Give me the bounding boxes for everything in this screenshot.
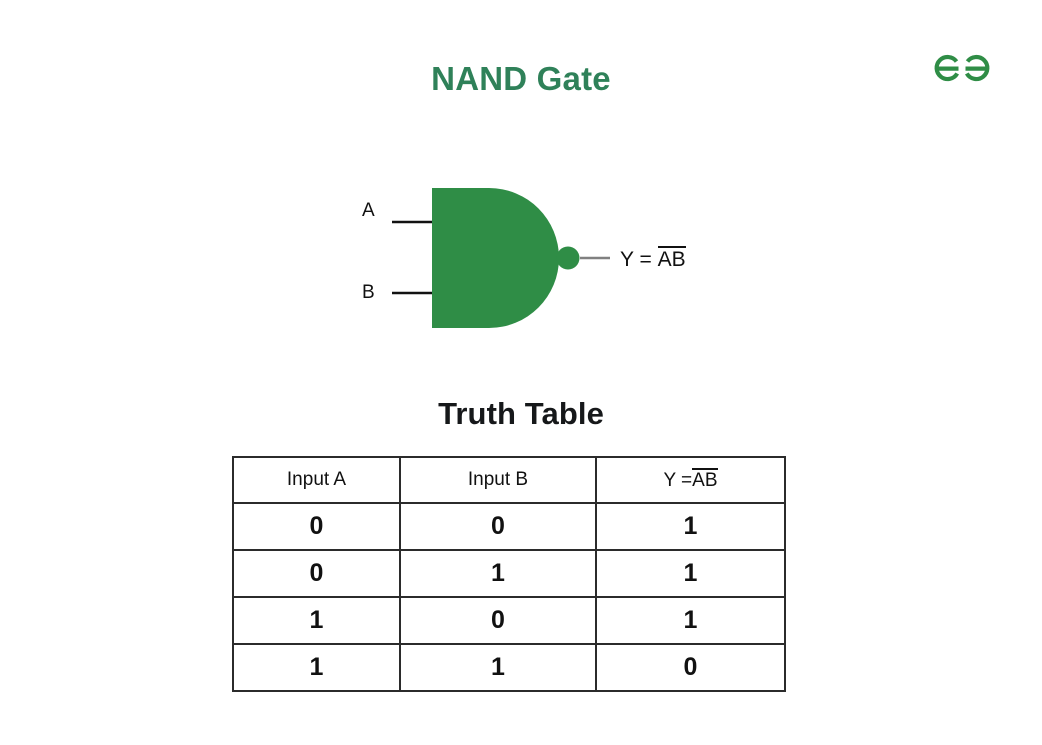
- table-row: 1 0 1: [232, 596, 786, 645]
- table-row: 1 1 0: [232, 643, 786, 692]
- cell-input-b: 1: [399, 643, 597, 692]
- cell-output-y: 1: [595, 596, 786, 645]
- table-row: 0 1 1: [232, 549, 786, 598]
- cell-input-a: 1: [232, 596, 401, 645]
- column-header-output-term: AB: [692, 468, 718, 491]
- output-expression-term: AB: [657, 246, 686, 271]
- column-header-output-prefix: Y =: [663, 470, 693, 491]
- and-gate-body: [432, 188, 559, 328]
- gate-input-label-b: B: [362, 282, 375, 303]
- cell-input-a: 1: [232, 643, 401, 692]
- geeksforgeeks-logo-icon: [934, 54, 990, 82]
- output-expression-prefix: Y =: [620, 248, 658, 271]
- cell-output-y: 0: [595, 643, 786, 692]
- cell-output-y: 1: [595, 549, 786, 598]
- cell-input-a: 0: [232, 549, 401, 598]
- nand-gate-diagram: [392, 188, 610, 328]
- cell-input-b: 1: [399, 549, 597, 598]
- page-title: NAND Gate: [431, 60, 611, 97]
- inversion-bubble-icon: [556, 246, 580, 270]
- column-header-output-y: Y = AB: [595, 456, 786, 504]
- column-header-input-b: Input B: [399, 456, 597, 504]
- cell-input-b: 0: [399, 502, 597, 551]
- column-header-input-a: Input A: [232, 456, 401, 504]
- output-expression: Y = AB: [620, 246, 686, 271]
- truth-table: Input A Input B Y = AB 0 0 1 0 1 1 1 0 1…: [232, 456, 786, 692]
- truth-table-heading: Truth Table: [438, 396, 604, 431]
- cell-output-y: 1: [595, 502, 786, 551]
- table-header-row: Input A Input B Y = AB: [232, 456, 786, 504]
- gate-input-label-a: A: [362, 200, 375, 221]
- cell-input-a: 0: [232, 502, 401, 551]
- cell-input-b: 0: [399, 596, 597, 645]
- geeksforgeeks-logo: [928, 46, 996, 88]
- table-row: 0 0 1: [232, 502, 786, 551]
